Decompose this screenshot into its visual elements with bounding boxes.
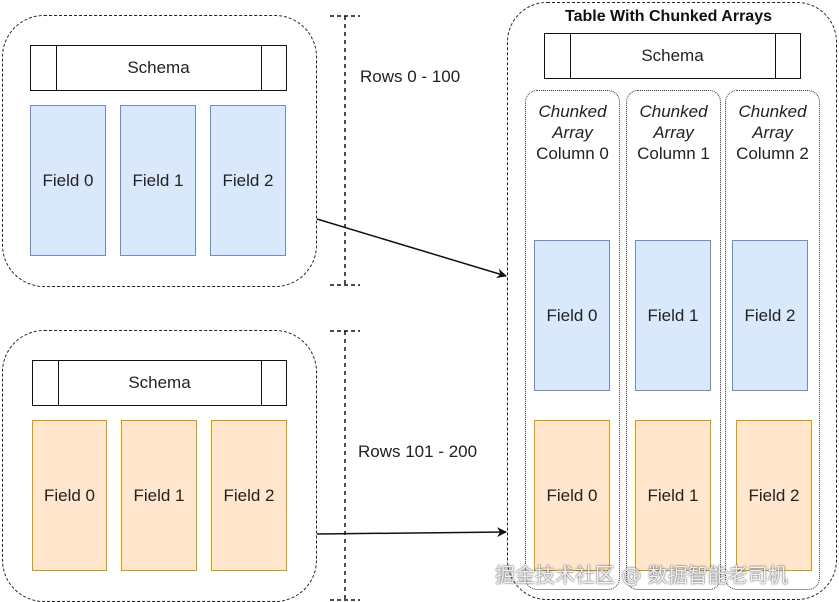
chunked-array-column-2	[725, 90, 820, 590]
schema-divider-left	[570, 34, 571, 78]
field-0-top: Field 0	[30, 105, 106, 256]
column-2-chunk-bottom: Field 2	[736, 420, 812, 571]
rows-label-top: Rows 0 - 100	[360, 67, 461, 86]
field-1-bottom: Field 1	[121, 420, 197, 571]
arrow-top-batch-to-table	[316, 218, 507, 279]
rows-label-bottom: Rows 101 - 200	[358, 442, 478, 461]
watermark: 掘金技术社区 @ 数据智能老司机	[495, 563, 788, 587]
column-0-chunk-top: Field 0	[534, 240, 610, 391]
table-schema-box: Schema	[544, 33, 801, 79]
field-2-bottom: Field 2	[211, 420, 287, 571]
schema-divider-right	[261, 46, 262, 90]
column-0-chunk-bottom: Field 0	[534, 420, 610, 571]
record-batch-top	[2, 15, 317, 287]
row-range-bracket-bottom	[330, 330, 360, 601]
schema-box-top: Schema	[30, 45, 287, 91]
chunked-array-column-0	[525, 90, 620, 590]
arrow-bottom-batch-to-table	[316, 527, 507, 538]
schema-label: Schema	[641, 46, 704, 65]
column-2-chunk-top: Field 2	[732, 240, 808, 391]
schema-divider-right	[261, 361, 262, 405]
column-1-chunk-bottom: Field 1	[635, 420, 711, 571]
column-2-title: Chunked Array Column 2	[736, 102, 809, 163]
field-0-bottom: Field 0	[32, 420, 107, 571]
field-2-top: Field 2	[210, 105, 286, 256]
table-container	[507, 2, 837, 600]
schema-box-bottom: Schema	[32, 360, 287, 406]
column-1-chunk-top: Field 1	[635, 240, 711, 391]
field-1-top: Field 1	[120, 105, 196, 256]
schema-divider-left	[56, 46, 57, 90]
schema-divider-left	[58, 361, 59, 405]
table-title: Table With Chunked Arrays	[565, 8, 772, 25]
chunked-array-column-1	[626, 90, 721, 590]
column-1-title: Chunked Array Column 1	[637, 102, 710, 163]
schema-label: Schema	[127, 58, 190, 77]
row-range-bracket-top	[330, 15, 360, 286]
column-0-title: Chunked Array Column 0	[536, 102, 609, 163]
schema-label: Schema	[128, 373, 191, 392]
schema-divider-right	[775, 34, 776, 78]
